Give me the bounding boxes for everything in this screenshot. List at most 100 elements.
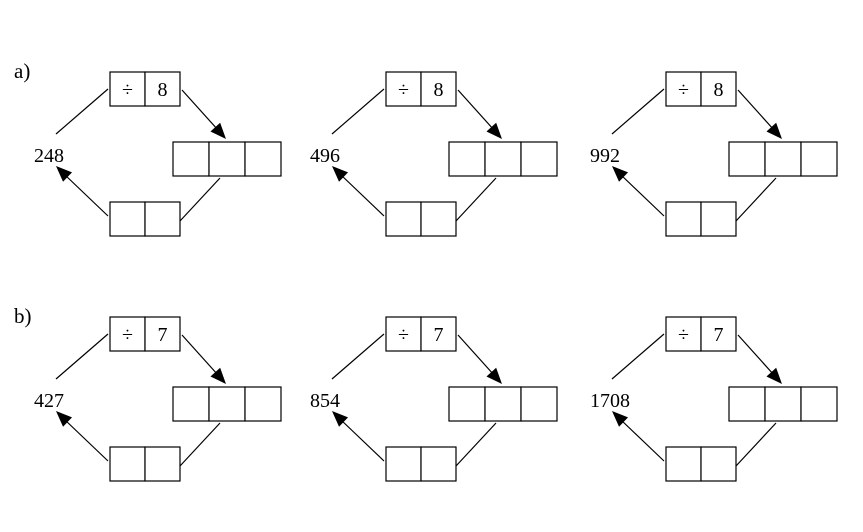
bottom-cell: [109, 201, 146, 237]
start-number: 854: [310, 390, 340, 412]
division-sign: ÷: [122, 324, 133, 346]
bottom-cell: [385, 201, 422, 237]
bottom-cell: [420, 446, 457, 482]
division-sign: ÷: [678, 324, 689, 346]
diagram-a-2: ÷ 8 496: [310, 71, 558, 237]
arrow-head-to-answer: [210, 122, 226, 139]
division-sign: ÷: [398, 324, 409, 346]
arrow-head-to-start: [612, 166, 629, 182]
bottom-cell: [420, 201, 457, 237]
operator-cell: [665, 71, 702, 107]
divisor-value: 7: [434, 324, 444, 346]
edge-answer-to-bottom: [179, 422, 221, 467]
answer-cell: [764, 386, 802, 422]
bottom-cell: [144, 446, 181, 482]
arrow-head-to-start: [56, 411, 73, 427]
edge-answer-to-bottom: [735, 422, 777, 467]
answer-cell: [484, 141, 522, 177]
divisor-cell: [144, 316, 181, 352]
diagram-a-3: ÷ 8 992: [590, 71, 838, 237]
divisor-value: 7: [714, 324, 724, 346]
edge-start-to-top: [611, 88, 665, 135]
start-number: 1708: [590, 390, 630, 412]
edge-bottom-to-start: [63, 173, 109, 217]
divisor-value: 8: [434, 79, 444, 101]
divisor-cell: [420, 316, 457, 352]
edge-answer-to-bottom: [455, 177, 497, 222]
diagram-a-1: ÷ 8 248: [34, 71, 282, 237]
arrow-head-to-answer: [210, 367, 226, 384]
bottom-cell: [109, 446, 146, 482]
edge-start-to-top: [331, 333, 385, 380]
answer-cell: [520, 141, 558, 177]
divisor-cell: [700, 316, 737, 352]
answer-cell: [764, 141, 802, 177]
arrow-head-to-start: [56, 166, 73, 182]
operator-cell: [109, 71, 146, 107]
arrow-head-to-answer: [486, 367, 502, 384]
answer-cell: [728, 386, 766, 422]
edge-top-to-answer: [457, 334, 495, 376]
answer-cell: [448, 386, 486, 422]
arrow-head-to-start: [332, 166, 349, 182]
start-number: 427: [34, 390, 64, 412]
answer-cell: [172, 386, 210, 422]
answer-cell: [208, 386, 246, 422]
arrow-head-to-answer: [766, 122, 782, 139]
edge-bottom-to-start: [619, 418, 665, 462]
bottom-cell: [665, 446, 702, 482]
start-number: 496: [310, 145, 340, 167]
edge-bottom-to-start: [339, 173, 385, 217]
bottom-cell: [385, 446, 422, 482]
division-sign: ÷: [122, 79, 133, 101]
bottom-cell: [700, 446, 737, 482]
edge-bottom-to-start: [63, 418, 109, 462]
diagram-b-2: ÷ 7 854: [310, 316, 558, 482]
edge-top-to-answer: [457, 89, 495, 131]
answer-cell: [520, 386, 558, 422]
divisor-value: 7: [158, 324, 168, 346]
divisor-cell: [700, 71, 737, 107]
edge-start-to-top: [331, 88, 385, 135]
edge-start-to-top: [55, 333, 109, 380]
divisor-value: 8: [714, 79, 724, 101]
divisor-cell: [144, 71, 181, 107]
diagram-b-1: ÷ 7 427: [34, 316, 282, 482]
answer-cell: [800, 386, 838, 422]
arrow-head-to-answer: [766, 367, 782, 384]
edge-top-to-answer: [737, 334, 775, 376]
answer-cell: [800, 141, 838, 177]
division-sign: ÷: [678, 79, 689, 101]
edge-start-to-top: [55, 88, 109, 135]
answer-cell: [484, 386, 522, 422]
division-sign: ÷: [398, 79, 409, 101]
answer-cell: [172, 141, 210, 177]
edge-top-to-answer: [737, 89, 775, 131]
start-number: 992: [590, 145, 620, 167]
divisor-value: 8: [158, 79, 168, 101]
diagram-b-3: ÷ 7 1708: [590, 316, 838, 482]
bottom-cell: [700, 201, 737, 237]
row-label-b: b): [14, 304, 32, 328]
edge-bottom-to-start: [619, 173, 665, 217]
answer-cell: [244, 141, 282, 177]
divisor-cell: [420, 71, 457, 107]
answer-cell: [728, 141, 766, 177]
arrow-head-to-answer: [486, 122, 502, 139]
edge-top-to-answer: [181, 89, 219, 131]
arrow-head-to-start: [332, 411, 349, 427]
start-number: 248: [34, 145, 64, 167]
bottom-cell: [144, 201, 181, 237]
bottom-cell: [665, 201, 702, 237]
answer-cell: [244, 386, 282, 422]
edge-answer-to-bottom: [179, 177, 221, 222]
edge-answer-to-bottom: [735, 177, 777, 222]
edge-top-to-answer: [181, 334, 219, 376]
operator-cell: [665, 316, 702, 352]
operator-cell: [109, 316, 146, 352]
row-label-a: a): [14, 59, 30, 83]
edge-bottom-to-start: [339, 418, 385, 462]
edge-start-to-top: [611, 333, 665, 380]
